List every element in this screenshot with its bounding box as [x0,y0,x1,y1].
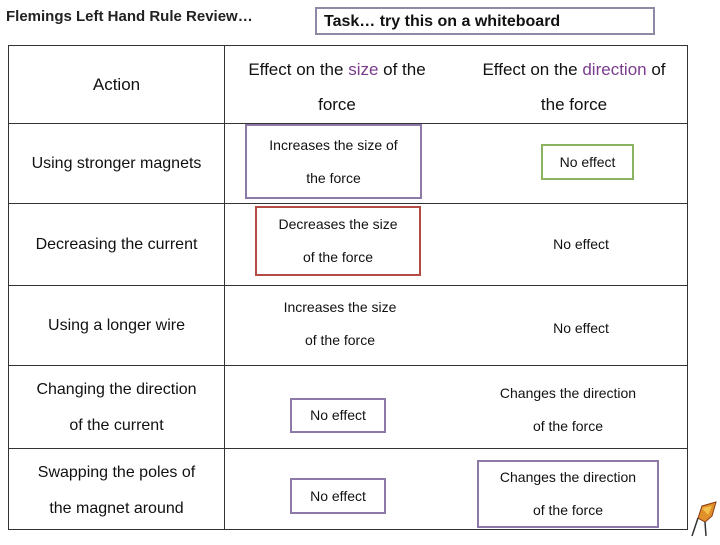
header-size: Effect on the size of the force [227,50,447,123]
size-effect-line2: the force [306,169,361,186]
row-action-line2: the magnet around [49,500,184,517]
size-effect-line1: Increases the size [283,299,397,315]
direction-effect-box: No effect [531,226,631,262]
row-action-line1: Swapping the poles of [37,464,196,481]
size-effect-line1: Increases the size of [269,136,398,153]
row-action-line1: Changing the direction [36,381,197,398]
size-effect-box: No effect [290,398,386,433]
size-effect-line2: of the force [304,332,376,348]
row-action: Using a longer wire [48,316,185,334]
size-effect-line1: Decreases the size [278,216,398,232]
divider [9,448,687,449]
row-action: Changing the direction of the current [9,368,224,448]
header-direction-text: of [646,59,666,79]
row-action: Decreasing the current [35,235,198,253]
page-title: Flemings Left Hand Rule Review… [6,8,253,25]
header-action: Action [92,75,141,94]
direction-effect-line2: of the force [532,502,604,518]
direction-effect-box: No effect [531,310,631,346]
physics-logo-icon [688,496,720,540]
divider [224,46,225,529]
divider [9,365,687,366]
divider [9,285,687,286]
size-effect-box: Decreases the size of the force [255,206,421,276]
header-size-line2: force [318,94,356,114]
size-effect-box: Increases the size of the force [245,124,422,199]
direction-effect-box: No effect [541,144,634,180]
size-effect-line2: of the force [302,249,374,265]
header-size-keyword: size [348,59,379,79]
divider [9,123,687,124]
task-box: Task… try this on a whiteboard [315,7,655,35]
row-action: Using stronger magnets [31,154,202,172]
header-direction: Effect on the direction of the force [459,50,689,123]
header-size-text: Effect on the [248,59,349,79]
header-direction-line2: the force [540,94,608,114]
direction-effect-box: Changes the direction of the force [477,460,659,528]
size-effect-box: Increases the size of the force [255,290,425,358]
size-effect-box: No effect [290,478,386,514]
header-direction-keyword: direction [582,59,647,79]
review-table: Action Effect on the size of the force E… [8,45,688,530]
direction-effect-line1: Changes the direction [499,469,637,485]
header-direction-text: Effect on the [482,59,583,79]
row-action: Swapping the poles of the magnet around [9,451,224,531]
divider [9,203,687,204]
direction-effect-line2: of the force [532,418,604,434]
header-size-text: of the [378,59,426,79]
row-action-line2: of the current [69,417,164,434]
direction-effect-line1: Changes the direction [499,385,637,401]
direction-effect-box: Changes the direction of the force [477,376,659,444]
